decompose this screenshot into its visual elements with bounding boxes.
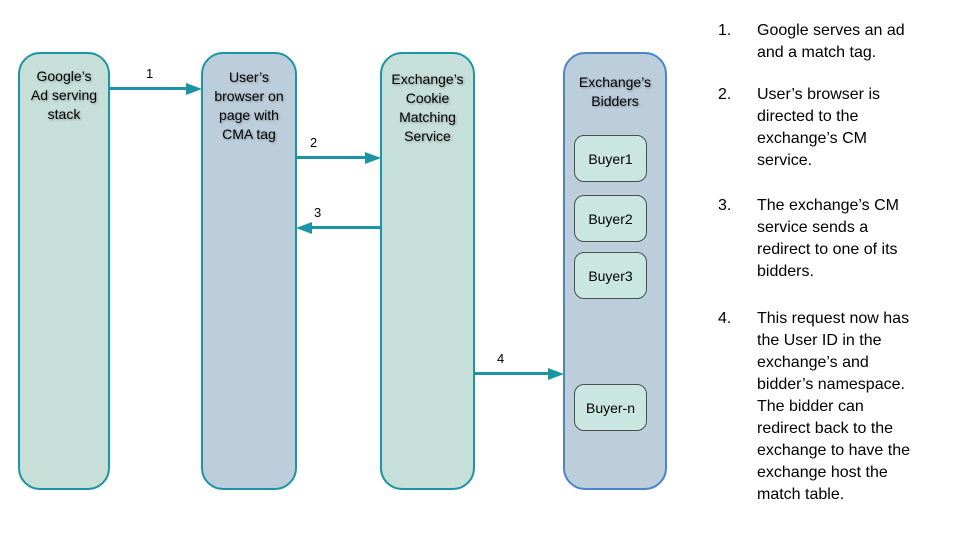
buyer-box-1: Buyer1: [574, 135, 647, 182]
arrow-label: 4: [497, 351, 505, 366]
list-item-text: User’s browser is directed to the exchan…: [757, 86, 880, 169]
arrowhead-left-icon: [296, 221, 312, 234]
arrow-label: 1: [146, 66, 154, 81]
list-item-number: 4.: [718, 310, 732, 327]
buyer-box-2: Buyer2: [574, 195, 647, 242]
arrowhead-right-icon: [186, 82, 202, 95]
arrowhead-right-icon: [548, 367, 564, 380]
lane-google-ad-serving-stack: Google’s Ad serving stack: [18, 52, 110, 490]
arrow-line: [309, 226, 380, 229]
arrow-label: 3: [314, 205, 322, 220]
list-item-3: 3. The exchange’s CM service sends a red…: [718, 195, 899, 283]
buyer-label: Buyer1: [588, 150, 633, 167]
list-item-text: Google serves an ad and a match tag.: [757, 22, 905, 61]
buyer-box-3: Buyer3: [574, 252, 647, 299]
buyer-label: Buyer3: [588, 267, 633, 284]
lane-label: Exchange’s Cookie Matching Service: [391, 71, 464, 144]
lane-label: Google’s Ad serving stack: [30, 68, 98, 122]
list-item-text: The exchange’s CM service sends a redire…: [757, 197, 899, 280]
arrow-step-1: 1: [110, 66, 202, 95]
list-item-text: This request now has the User ID in the …: [757, 310, 911, 503]
list-item-number: 3.: [718, 197, 732, 214]
buyer-label: Buyer2: [588, 210, 633, 227]
arrow-line: [110, 87, 189, 90]
arrow-label: 2: [310, 135, 318, 150]
lane-user-browser: User’s browser on page with CMA tag: [201, 52, 297, 490]
arrow-line: [297, 156, 368, 159]
list-item-number: 2.: [718, 86, 732, 103]
list-item-4: 4. This request now has the User ID in t…: [718, 308, 910, 506]
list-item-1: 1. Google serves an ad and a match tag.: [718, 20, 905, 64]
arrow-step-4: 4: [475, 351, 564, 380]
arrowhead-right-icon: [365, 151, 381, 164]
lane-exchange-cookie-matching-service: Exchange’s Cookie Matching Service: [380, 52, 475, 490]
arrow-line: [475, 372, 551, 375]
arrow-step-3: 3: [296, 205, 380, 234]
lane-label: User’s browser on page with CMA tag: [214, 69, 284, 142]
arrow-step-2: 2: [297, 135, 381, 164]
lane-label: Exchange’s Bidders: [578, 74, 652, 109]
list-item-number: 1.: [718, 22, 732, 39]
lane-exchange-bidders: Exchange’s Bidders Buyer1 Buyer2 Buyer3 …: [563, 52, 667, 490]
list-item-2: 2. User’s browser is directed to the exc…: [718, 84, 880, 172]
buyer-label: Buyer-n: [585, 399, 636, 416]
buyer-box-n: Buyer-n: [574, 384, 647, 431]
